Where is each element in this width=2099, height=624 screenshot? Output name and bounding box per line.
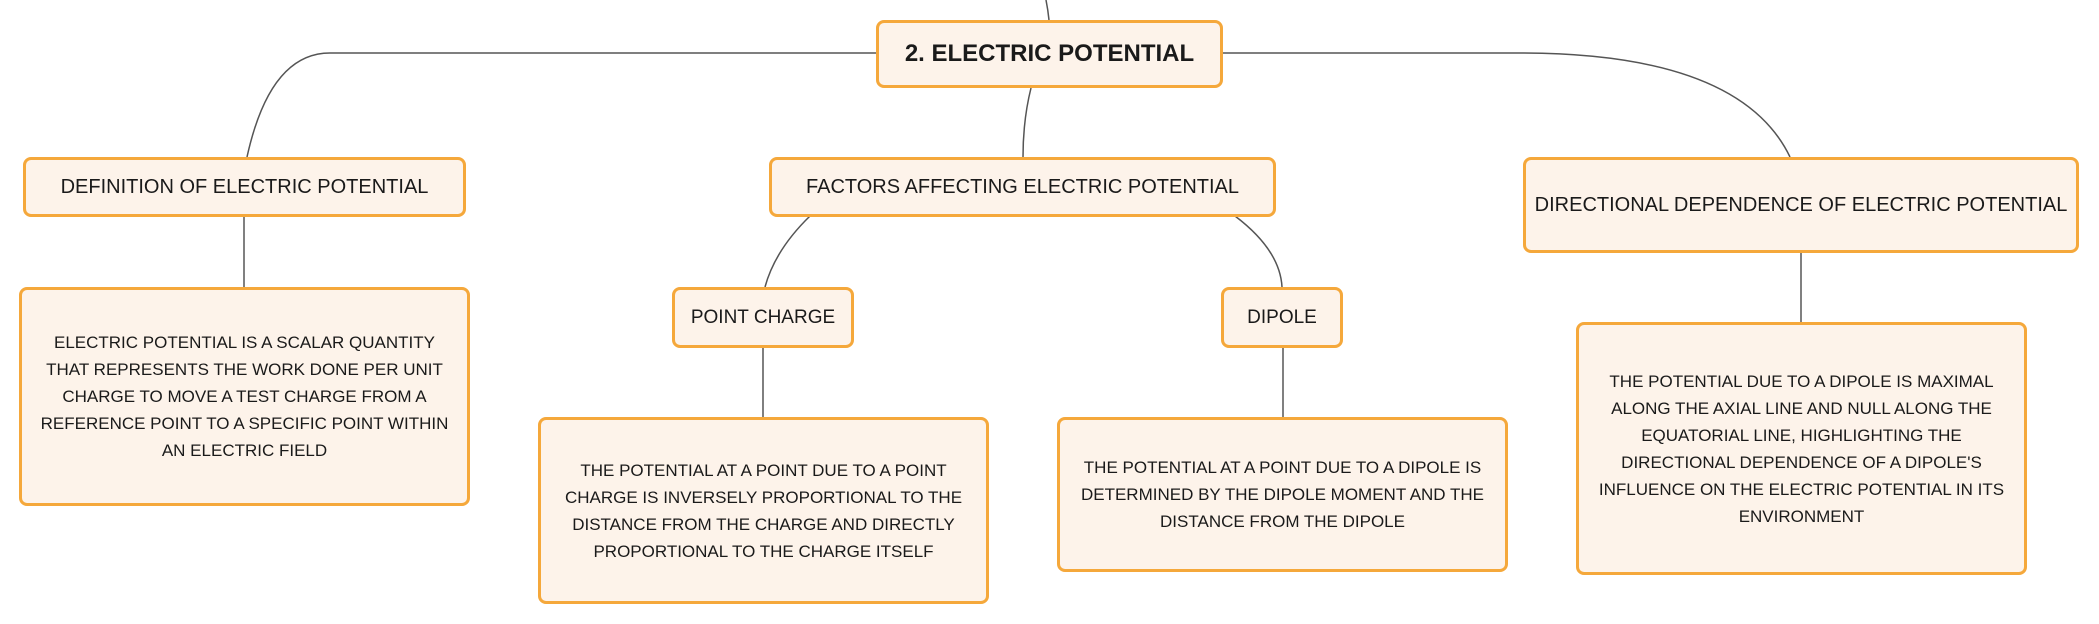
description-text: THE POTENTIAL AT A POINT DUE TO A POINT … [564, 460, 963, 561]
description-text: THE POTENTIAL AT A POINT DUE TO A DIPOLE… [1080, 458, 1485, 531]
connector-parent-to-root [1045, 0, 1050, 21]
topic-label: FACTORS AFFECTING ELECTRIC POTENTIAL [805, 175, 1240, 198]
topic-label: DEFINITION OF ELECTRIC POTENTIAL [60, 175, 429, 198]
connector-root-to-factors [1022, 87, 1032, 158]
connector-factors-to-dipole [1234, 215, 1283, 288]
subtopic-label: DIPOLE [1247, 306, 1317, 328]
directional-description[interactable]: THE POTENTIAL DUE TO A DIPOLE IS MAXIMAL… [1576, 322, 2027, 575]
connector-factors-to-point-charge [764, 215, 811, 288]
point-charge-description[interactable]: THE POTENTIAL AT A POINT DUE TO A POINT … [538, 417, 989, 604]
dipole-description[interactable]: THE POTENTIAL AT A POINT DUE TO A DIPOLE… [1057, 417, 1508, 572]
connector-root-to-directional [1222, 52, 1791, 158]
topic-label: DIRECTIONAL DEPENDENCE OF ELECTRIC POTEN… [1534, 193, 2068, 216]
topic-definition[interactable]: DEFINITION OF ELECTRIC POTENTIAL [23, 157, 466, 217]
topic-factors[interactable]: FACTORS AFFECTING ELECTRIC POTENTIAL [769, 157, 1276, 217]
root-node[interactable]: 2. ELECTRIC POTENTIAL [876, 20, 1223, 88]
topic-directional[interactable]: DIRECTIONAL DEPENDENCE OF ELECTRIC POTEN… [1523, 157, 2079, 253]
description-text: THE POTENTIAL DUE TO A DIPOLE IS MAXIMAL… [1598, 371, 2005, 526]
connector-root-to-definition [246, 52, 878, 158]
root-label: 2. ELECTRIC POTENTIAL [904, 40, 1195, 67]
definition-description[interactable]: ELECTRIC POTENTIAL IS A SCALAR QUANTITY … [19, 287, 470, 506]
subtopic-dipole[interactable]: DIPOLE [1221, 287, 1343, 348]
subtopic-label: POINT CHARGE [690, 306, 836, 328]
description-text: ELECTRIC POTENTIAL IS A SCALAR QUANTITY … [40, 333, 449, 460]
subtopic-point-charge[interactable]: POINT CHARGE [672, 287, 854, 348]
